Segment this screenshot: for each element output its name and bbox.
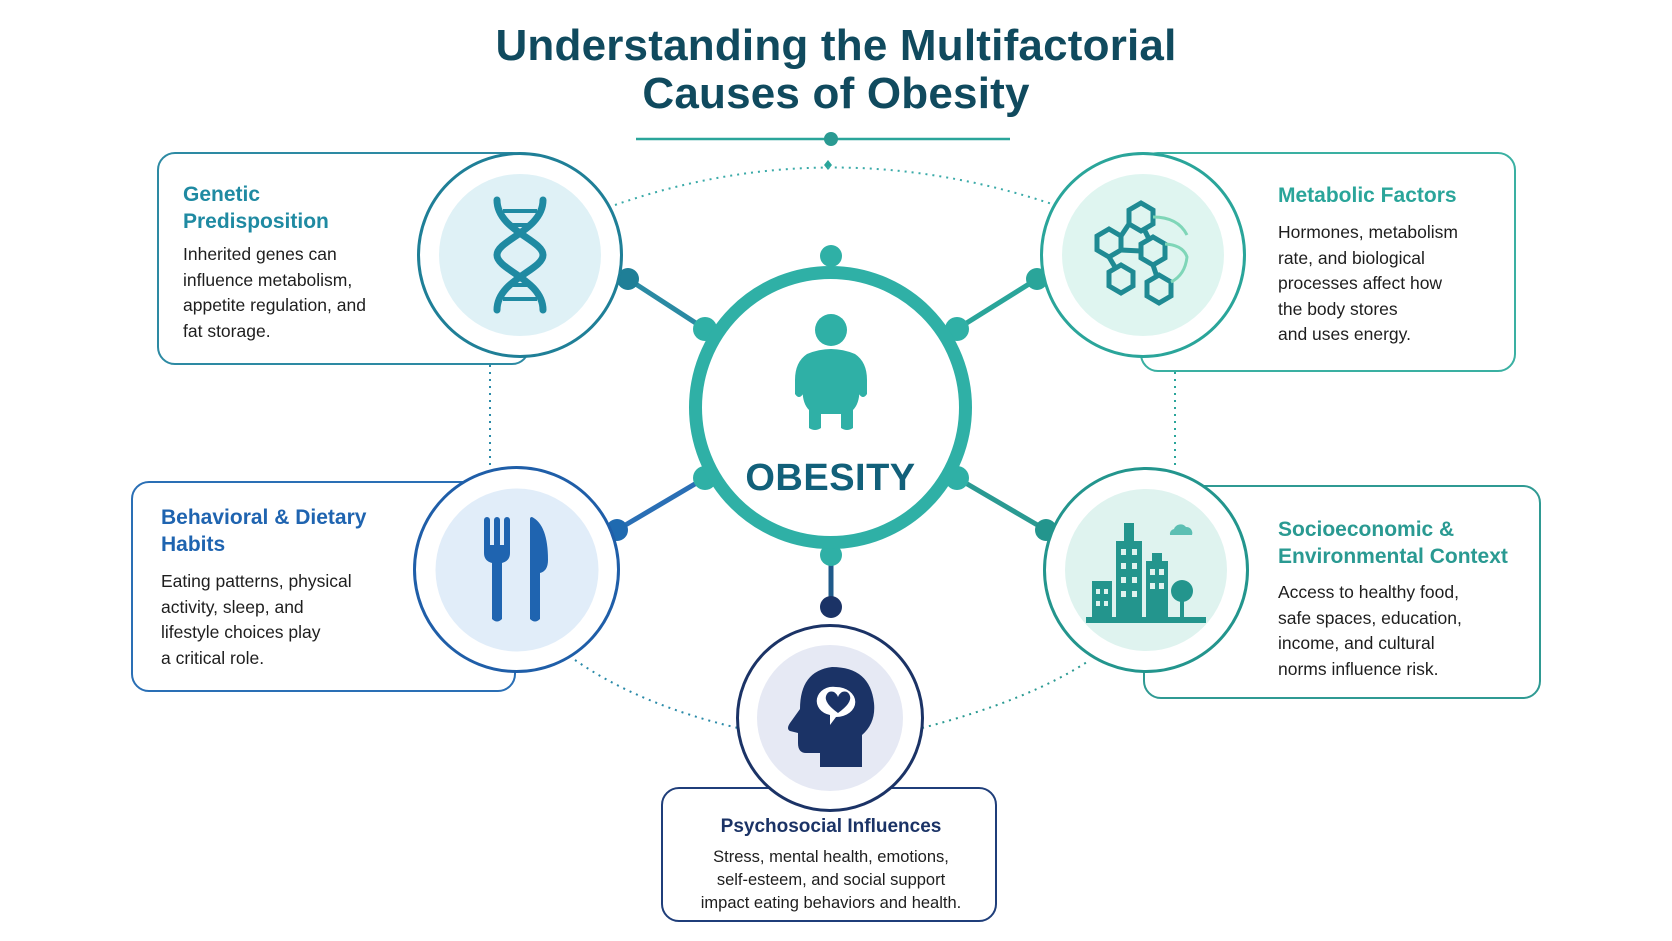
card-body-behavioral: Eating patterns, physical activity, slee… [161,569,352,671]
body-line: rate, and biological [1278,247,1425,268]
genetic-icon-badge [417,152,623,358]
body-line: Stress, mental health, emotions, [713,848,949,866]
psychosocial-icon-badge [736,624,924,812]
body-line: norms influence risk. [1278,658,1439,679]
dotted-arc-bottom-right [921,659,1091,729]
title-line-2: Causes of Obesity [642,69,1030,118]
title-line-1: Understanding the Multifactorial [495,21,1177,70]
body-line: self-esteem, and social support [716,871,946,889]
body-line: Hormones, metabolism [1278,222,1458,242]
hub-knob-bottom [820,544,842,566]
body-line: Inherited genes can [183,244,337,264]
body-line: safe spaces, education, [1278,607,1462,628]
body-line: impact eating behaviors and health. [700,894,962,912]
hub-knob-top [820,245,842,267]
body-line: fat storage. [183,320,271,341]
spoke-behavioral [615,475,707,533]
card-body-psychosocial: Stress, mental health, emotions, self-es… [663,846,999,915]
person-silhouette-icon [795,314,867,430]
body-line: processes affect how [1278,273,1443,293]
spoke-genetic [626,276,707,332]
card-title-psychosocial: Psychosocial Influences [720,816,942,837]
title-underline-dot [824,132,838,146]
body-line: the body stores [1278,298,1398,319]
body-line: activity, sleep, and [161,596,304,617]
molecule-network-icon [1094,200,1189,306]
card-title-behavioral: Behavioral & Dietary Habits [161,506,367,556]
spoke-socioeconomic [955,475,1048,533]
dot-genetic [617,268,639,290]
body-line: Access to healthy food, [1278,582,1459,602]
metabolic-icon-badge [1040,152,1246,358]
card-body-genetic: Inherited genes can influence metabolism… [183,242,366,344]
title-diamond [824,160,832,170]
body-line: a critical role. [161,647,265,668]
body-line: income, and cultural [1278,633,1435,653]
spoke-metabolic [955,276,1039,332]
body-line: lifestyle choices play [161,622,321,642]
body-line: and uses energy. [1278,324,1411,344]
card-title-socioeconomic: Socioeconomic & Environmental Context [1278,518,1508,568]
card-body-metabolic: Hormones, metabolism rate, and biologica… [1278,220,1458,348]
behavioral-icon-badge [413,466,620,673]
body-line: appetite regulation, and [183,295,366,315]
head-heart-icon [788,667,875,767]
body-line: Eating patterns, physical [161,571,352,591]
card-title-metabolic: Metabolic Factors [1278,184,1457,207]
dotted-arc-top [614,166,1056,206]
obesity-hub: OBESITY [689,266,972,549]
body-line: influence metabolism, [183,269,353,290]
socioeconomic-icon-badge [1043,467,1249,673]
hub-label: OBESITY [745,457,916,499]
fork-knife-icon [483,516,548,621]
page-title: Understanding the Multifactorial Causes … [0,22,1672,118]
card-body-socioeconomic: Access to healthy food, safe spaces, edu… [1278,580,1462,682]
card-title-genetic: Genetic Predisposition [183,183,329,233]
city-buildings-icon [1086,523,1206,623]
dna-icon [493,196,547,314]
dot-psychosocial [820,596,842,618]
dotted-arc-bottom-left [574,659,739,729]
